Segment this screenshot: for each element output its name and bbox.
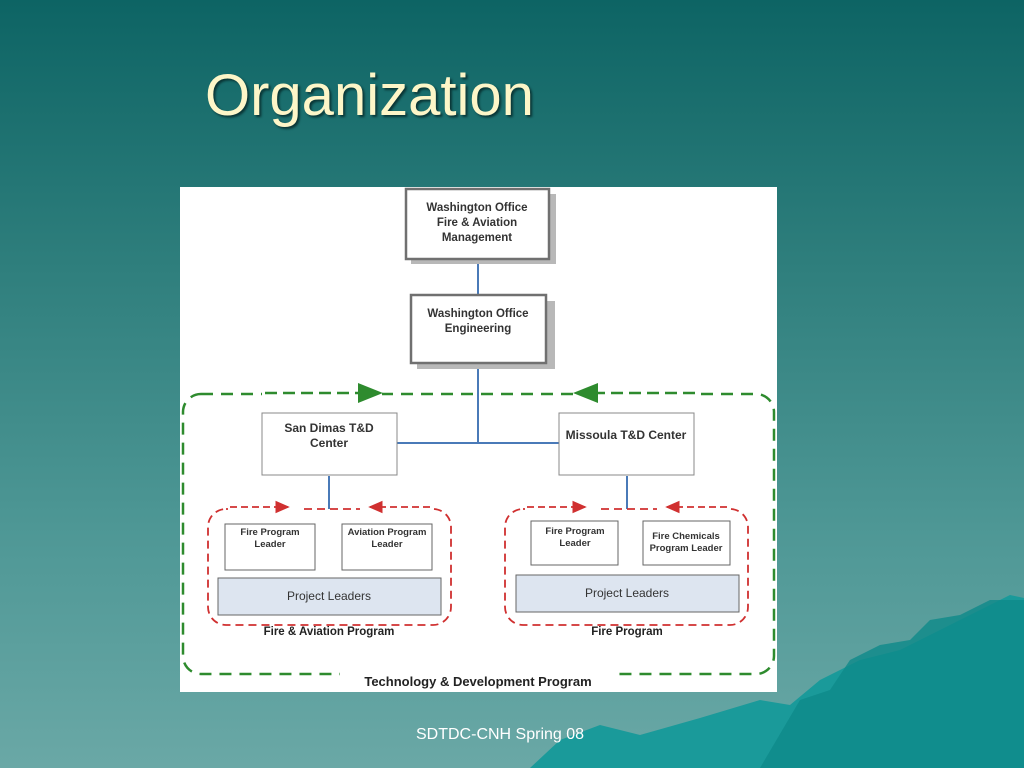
fpl-left-line-1: Fire Program	[240, 527, 299, 538]
wo-fire-aviation-box: Washington Office Fire & Aviation Manage…	[404, 187, 556, 264]
aviation-program-leader-box	[341, 523, 433, 571]
fire-program-leader-right-box	[530, 520, 619, 566]
apl-line-2: Leader	[371, 539, 402, 550]
wo-eng-line-1: Washington Office	[427, 308, 528, 320]
wo-fam-line-2: Fire & Aviation	[437, 217, 517, 229]
fcpl-line-1: Fire Chemicals	[652, 531, 720, 542]
fire-aviation-program-group: Fire Program Leader Aviation Program Lea…	[207, 500, 452, 638]
fire-program-leader-left-box	[224, 523, 316, 571]
san-dimas-box: San Dimas T&D Center	[261, 412, 398, 476]
tech-dev-program-boundary	[181, 392, 776, 676]
wo-eng-line-2: Engineering	[445, 323, 511, 335]
fire-aviation-program-label: Fire & Aviation Program	[264, 626, 395, 638]
fire-program-group: Fire Program Leader Fire Chemicals Progr…	[504, 500, 749, 638]
wo-engineering-box: Washington Office Engineering	[409, 293, 555, 369]
wo-fam-line-1: Washington Office	[426, 202, 527, 214]
connector-lines	[328, 260, 628, 509]
fpl-right-line-1: Fire Program	[545, 526, 604, 537]
project-leaders-left-label: Project Leaders	[287, 589, 371, 603]
slide-title: Organization	[205, 63, 534, 128]
fpl-right-line-2: Leader	[559, 538, 590, 549]
fire-program-label: Fire Program	[591, 626, 663, 638]
project-leaders-right-box	[515, 574, 740, 613]
apl-line-1: Aviation Program	[348, 527, 427, 538]
fpl-left-line-2: Leader	[254, 539, 285, 550]
project-leaders-left-box	[217, 577, 442, 616]
san-dimas-line-1: San Dimas T&D	[284, 421, 374, 435]
missoula-label: Missoula T&D Center	[566, 428, 687, 442]
fire-aviation-boundary	[207, 508, 452, 626]
tech-dev-program-label: Technology & Development Program	[364, 674, 591, 689]
san-dimas-line-2: Center	[310, 436, 348, 450]
org-chart: Washington Office Fire & Aviation Manage…	[181, 187, 776, 689]
missoula-box: Missoula T&D Center	[558, 412, 695, 476]
fire-chemicals-leader-box	[642, 520, 731, 566]
fire-program-boundary	[504, 508, 749, 626]
org-chart-panel: Washington Office Fire & Aviation Manage…	[180, 187, 777, 692]
fcpl-line-2: Program Leader	[650, 543, 723, 554]
slide-footer: SDTDC-CNH Spring 08	[416, 726, 585, 743]
project-leaders-right-label: Project Leaders	[585, 586, 669, 600]
wo-fam-line-3: Management	[442, 232, 512, 244]
